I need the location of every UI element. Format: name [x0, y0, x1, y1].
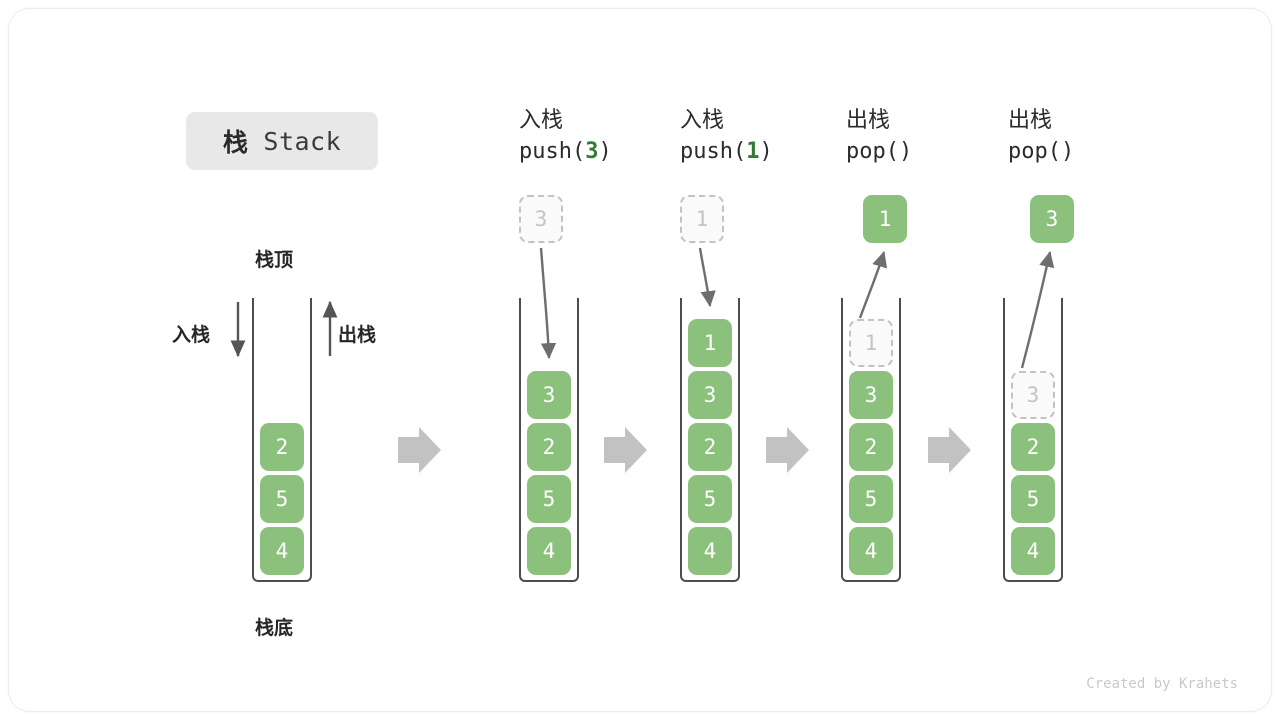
stack-cell: 1 [849, 319, 893, 367]
stack-container-push-1 [680, 298, 740, 582]
title-english: Stack [247, 126, 342, 156]
stack-cell: 5 [849, 475, 893, 523]
stack-cell: 2 [1011, 423, 1055, 471]
stack-container-push-3 [519, 298, 579, 582]
operation-label-cn: 入栈 [519, 107, 564, 132]
label-pop-side: 出栈 [338, 325, 377, 346]
operation-label-cn: 入栈 [680, 107, 725, 132]
stack-cell: 3 [688, 371, 732, 419]
operation-header-pop-3: 出栈 pop() [1008, 105, 1188, 169]
stack-cell: 4 [849, 527, 893, 575]
stack-cell: 5 [260, 475, 304, 523]
floating-cell-push-1: 1 [680, 195, 724, 243]
stack-cell: 5 [1011, 475, 1055, 523]
stack-cell: 5 [527, 475, 571, 523]
label-push-side: 入栈 [172, 325, 211, 346]
operation-label-cn: 出栈 [1008, 107, 1053, 132]
credit-text: Created by Krahets [1086, 676, 1238, 692]
floating-cell-push-3: 3 [519, 195, 563, 243]
stack-cell: 4 [688, 527, 732, 575]
floating-cell-pop-3: 3 [1030, 195, 1074, 243]
stack-cell: 4 [260, 527, 304, 575]
stack-cell: 3 [527, 371, 571, 419]
stack-cell: 2 [688, 423, 732, 471]
stack-cell: 2 [849, 423, 893, 471]
label-stack-top: 栈顶 [255, 250, 294, 271]
operation-code: push(1) [680, 139, 773, 164]
label-stack-bottom: 栈底 [255, 618, 294, 639]
stack-container-initial [252, 298, 312, 582]
operation-header-pop-1: 出栈 pop() [846, 105, 1026, 169]
stack-container-pop-3 [1003, 298, 1063, 582]
stack-cell: 3 [1011, 371, 1055, 419]
operation-code: pop() [1008, 139, 1075, 164]
stack-cell: 1 [688, 319, 732, 367]
operation-code: pop() [846, 139, 913, 164]
operation-label-cn: 出栈 [846, 107, 891, 132]
stack-cell: 2 [260, 423, 304, 471]
floating-cell-pop-1: 1 [863, 195, 907, 243]
stack-cell: 5 [688, 475, 732, 523]
stack-cell: 3 [849, 371, 893, 419]
title-badge: 栈 Stack [186, 112, 378, 170]
operation-header-push-3: 入栈 push(3) [519, 105, 699, 169]
stack-cell: 4 [527, 527, 571, 575]
operation-code: push(3) [519, 139, 612, 164]
title-chinese: 栈 [222, 129, 248, 157]
operation-header-push-1: 入栈 push(1) [680, 105, 860, 169]
stack-container-pop-1 [841, 298, 901, 582]
stack-cell: 2 [527, 423, 571, 471]
stack-cell: 4 [1011, 527, 1055, 575]
